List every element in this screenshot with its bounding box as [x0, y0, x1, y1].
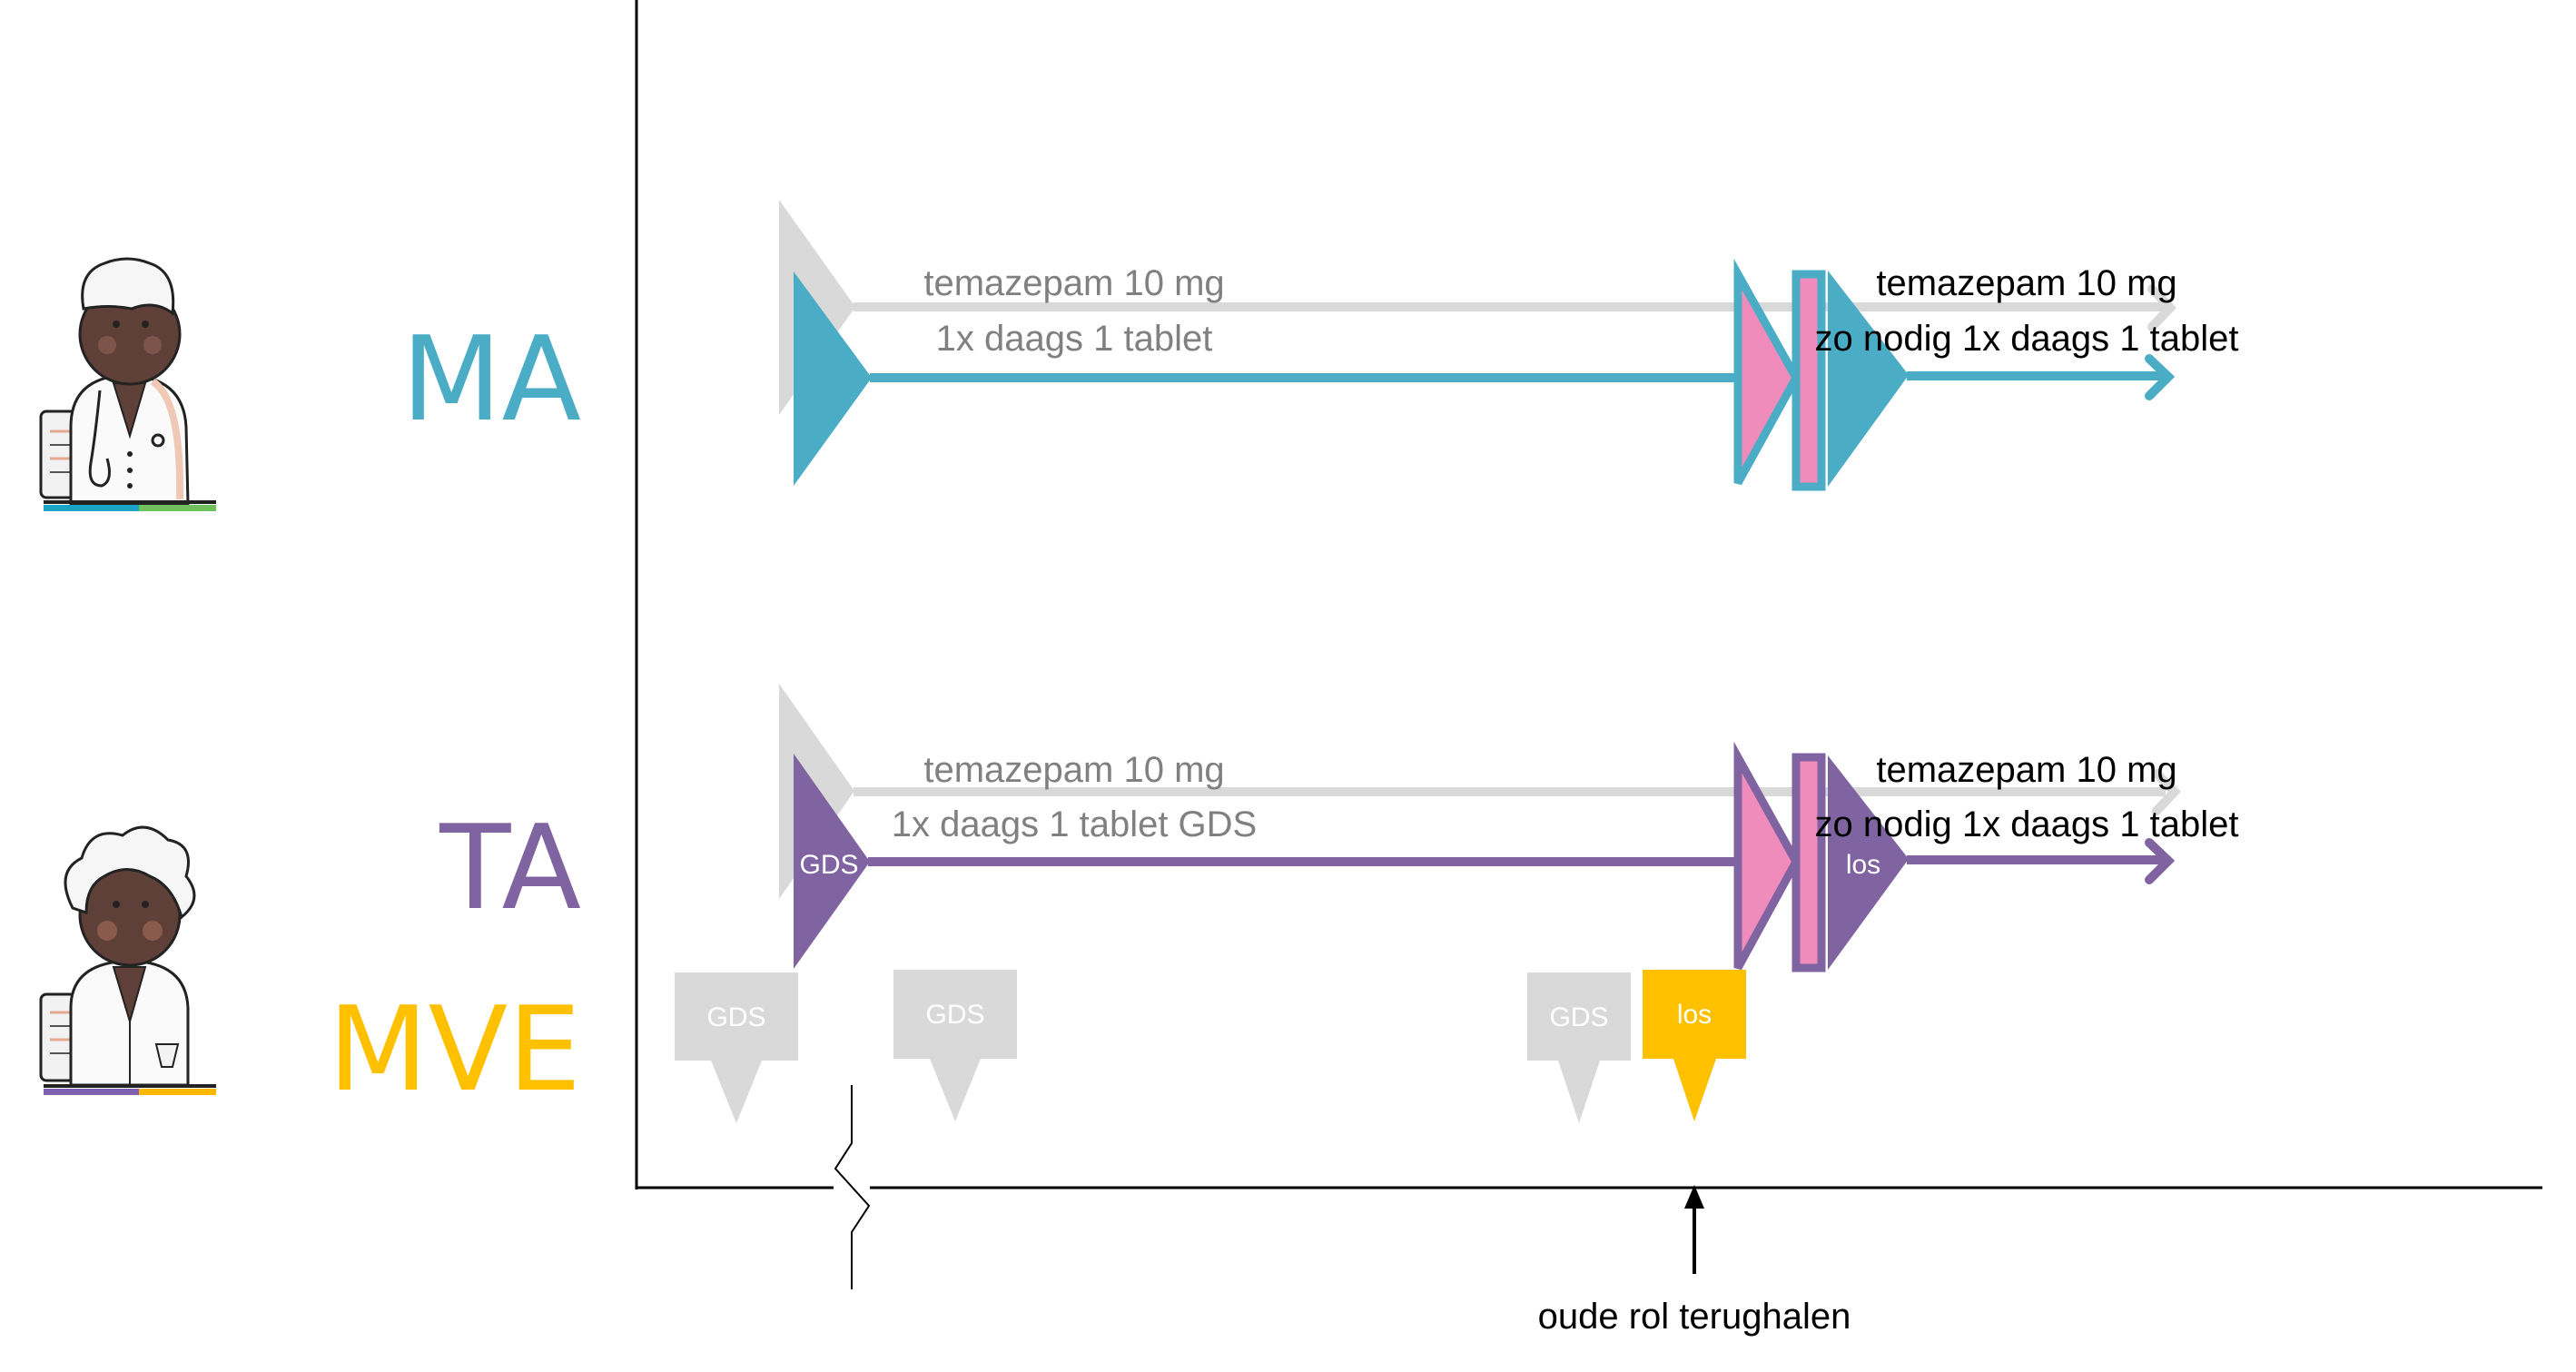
- ta-previous-text-2: 1x daags 1 tablet GDS: [892, 804, 1257, 844]
- ma-previous-arrowhead: [2147, 284, 2176, 331]
- annotation: oude rol terughalen: [1538, 1185, 1851, 1337]
- ma-previous-text-2: 1x daags 1 tablet: [936, 319, 1213, 359]
- up-arrow-icon: [1684, 1185, 1704, 1209]
- ma-new-arrowhead: [2145, 354, 2176, 400]
- role-label-mve: MVE: [328, 982, 581, 1118]
- ta-previous-text-1: temazepam 10 mg: [923, 750, 1224, 790]
- ma-new-text-2: zo nodig 1x daags 1 tablet: [1814, 319, 2238, 359]
- role-label-ta: TA: [439, 801, 581, 936]
- ma-previous-text-1: temazepam 10 mg: [923, 263, 1224, 303]
- ta-start-marker-label: GDS: [799, 850, 858, 880]
- doctor-avatar: [39, 257, 216, 511]
- ma-start-marker[interactable]: [794, 271, 872, 486]
- ta-stop-bar[interactable]: [1791, 753, 1826, 972]
- mve-callout-label: GDS: [706, 1002, 765, 1032]
- ma-new-text-1: temazepam 10 mg: [1876, 263, 2176, 303]
- ta-new-text-2: zo nodig 1x daags 1 tablet: [1814, 804, 2238, 844]
- ta-new-text-1: temazepam 10 mg: [1876, 750, 2176, 790]
- mve-callout[interactable]: GDS: [1527, 972, 1631, 1123]
- mve-callout-label: GDS: [1549, 1002, 1608, 1032]
- ma-stop-bar[interactable]: [1791, 270, 1826, 491]
- mve-row: GDS GDS GDS los: [675, 970, 1746, 1123]
- ta-new-start-marker[interactable]: [1828, 755, 1909, 970]
- annotation-text: oude rol terughalen: [1538, 1297, 1851, 1337]
- mve-callout-current[interactable]: los: [1643, 970, 1746, 1121]
- ma-stop-marker[interactable]: [1733, 258, 1801, 486]
- axis-break-icon: [834, 1085, 871, 1289]
- ta-stop-marker[interactable]: [1733, 741, 1801, 971]
- ma-new-start-marker[interactable]: [1828, 271, 1909, 487]
- ta-new-arrowhead: [2145, 838, 2176, 884]
- mve-callout-label: GDS: [925, 1000, 984, 1030]
- mve-callout-label: los: [1677, 1000, 1712, 1030]
- ta-start-marker[interactable]: [794, 754, 870, 969]
- ma-row: temazepam 10 mg 1x daags 1 tablet temaze…: [779, 200, 2239, 491]
- ta-row: GDS los temazepam 10 mg 1x daags 1 table…: [779, 684, 2239, 972]
- pharmacist-avatar: [39, 825, 216, 1095]
- mve-callout[interactable]: GDS: [675, 972, 798, 1123]
- ta-new-marker-label: los: [1846, 850, 1880, 880]
- role-label-ma: MA: [401, 312, 581, 448]
- ta-previous-arrowhead: [2152, 769, 2181, 815]
- mve-callout[interactable]: GDS: [893, 970, 1017, 1121]
